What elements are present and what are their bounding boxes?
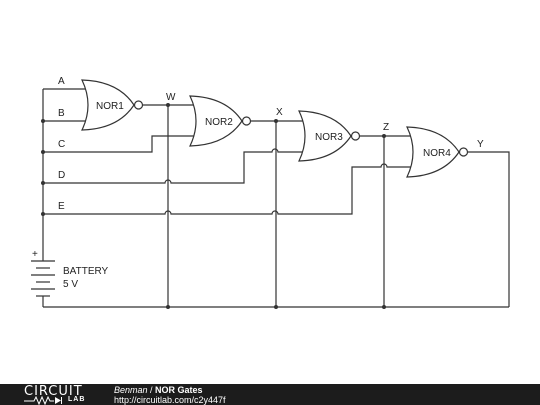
nor3-bubble [350, 131, 361, 141]
node-label-z: Z [383, 122, 389, 133]
wire-input-d [43, 148, 304, 184]
node-label-x: X [276, 107, 283, 118]
footer-separator: / [147, 385, 156, 395]
nor4-label: NOR4 [423, 148, 451, 159]
input-label-a: A [58, 76, 65, 87]
nor2-label: NOR2 [205, 117, 233, 128]
input-label-d: D [58, 170, 65, 181]
wire-output-y [468, 151, 510, 307]
nor3-gate [298, 110, 352, 162]
junction-x [274, 119, 278, 123]
node-label-w: W [166, 92, 176, 103]
junction-b [41, 119, 45, 123]
nor4-bubble [458, 147, 469, 157]
logo-resistor-icon [24, 396, 62, 405]
wire-input-c [43, 135, 195, 153]
junction-d [41, 181, 45, 185]
node-label-y: Y [477, 139, 484, 150]
nor1-bubble [133, 100, 144, 110]
input-label-c: C [58, 139, 65, 150]
wire-input-e [43, 163, 412, 215]
circuit-url-link[interactable]: http://circuitlab.com/c2y447f [114, 395, 226, 405]
battery-symbol [31, 258, 55, 307]
junction-w [166, 103, 170, 107]
author-link[interactable]: Benman [114, 385, 148, 395]
nor3-label: NOR3 [315, 132, 343, 143]
battery-voltage: 5 V [63, 279, 78, 290]
footer-bar: CIRCUIT LAB Benman / NOR Gates http://ci… [0, 384, 540, 405]
junction-c [41, 150, 45, 154]
input-label-e: E [58, 201, 65, 212]
circuit-schematic: A B C D E + BATTERY 5 V NOR1 W NOR2 [31, 76, 510, 309]
circuitlab-logo[interactable]: CIRCUIT LAB [24, 384, 96, 405]
nor1-gate [81, 79, 135, 131]
battery-label: BATTERY [63, 266, 109, 277]
circuit-title[interactable]: NOR Gates [155, 385, 203, 395]
logo-text-circuit: CIRCUIT [24, 384, 83, 399]
battery-plus-sign: + [32, 249, 38, 260]
nor1-label: NOR1 [96, 101, 124, 112]
junction-e [41, 212, 45, 216]
footer-credit: Benman / NOR Gates [114, 385, 203, 395]
nor2-gate [189, 95, 243, 147]
nor4-gate [406, 126, 460, 178]
input-label-b: B [58, 108, 65, 119]
logo-text-lab: LAB [68, 396, 86, 403]
junction-z [382, 134, 386, 138]
nor2-bubble [241, 116, 252, 126]
